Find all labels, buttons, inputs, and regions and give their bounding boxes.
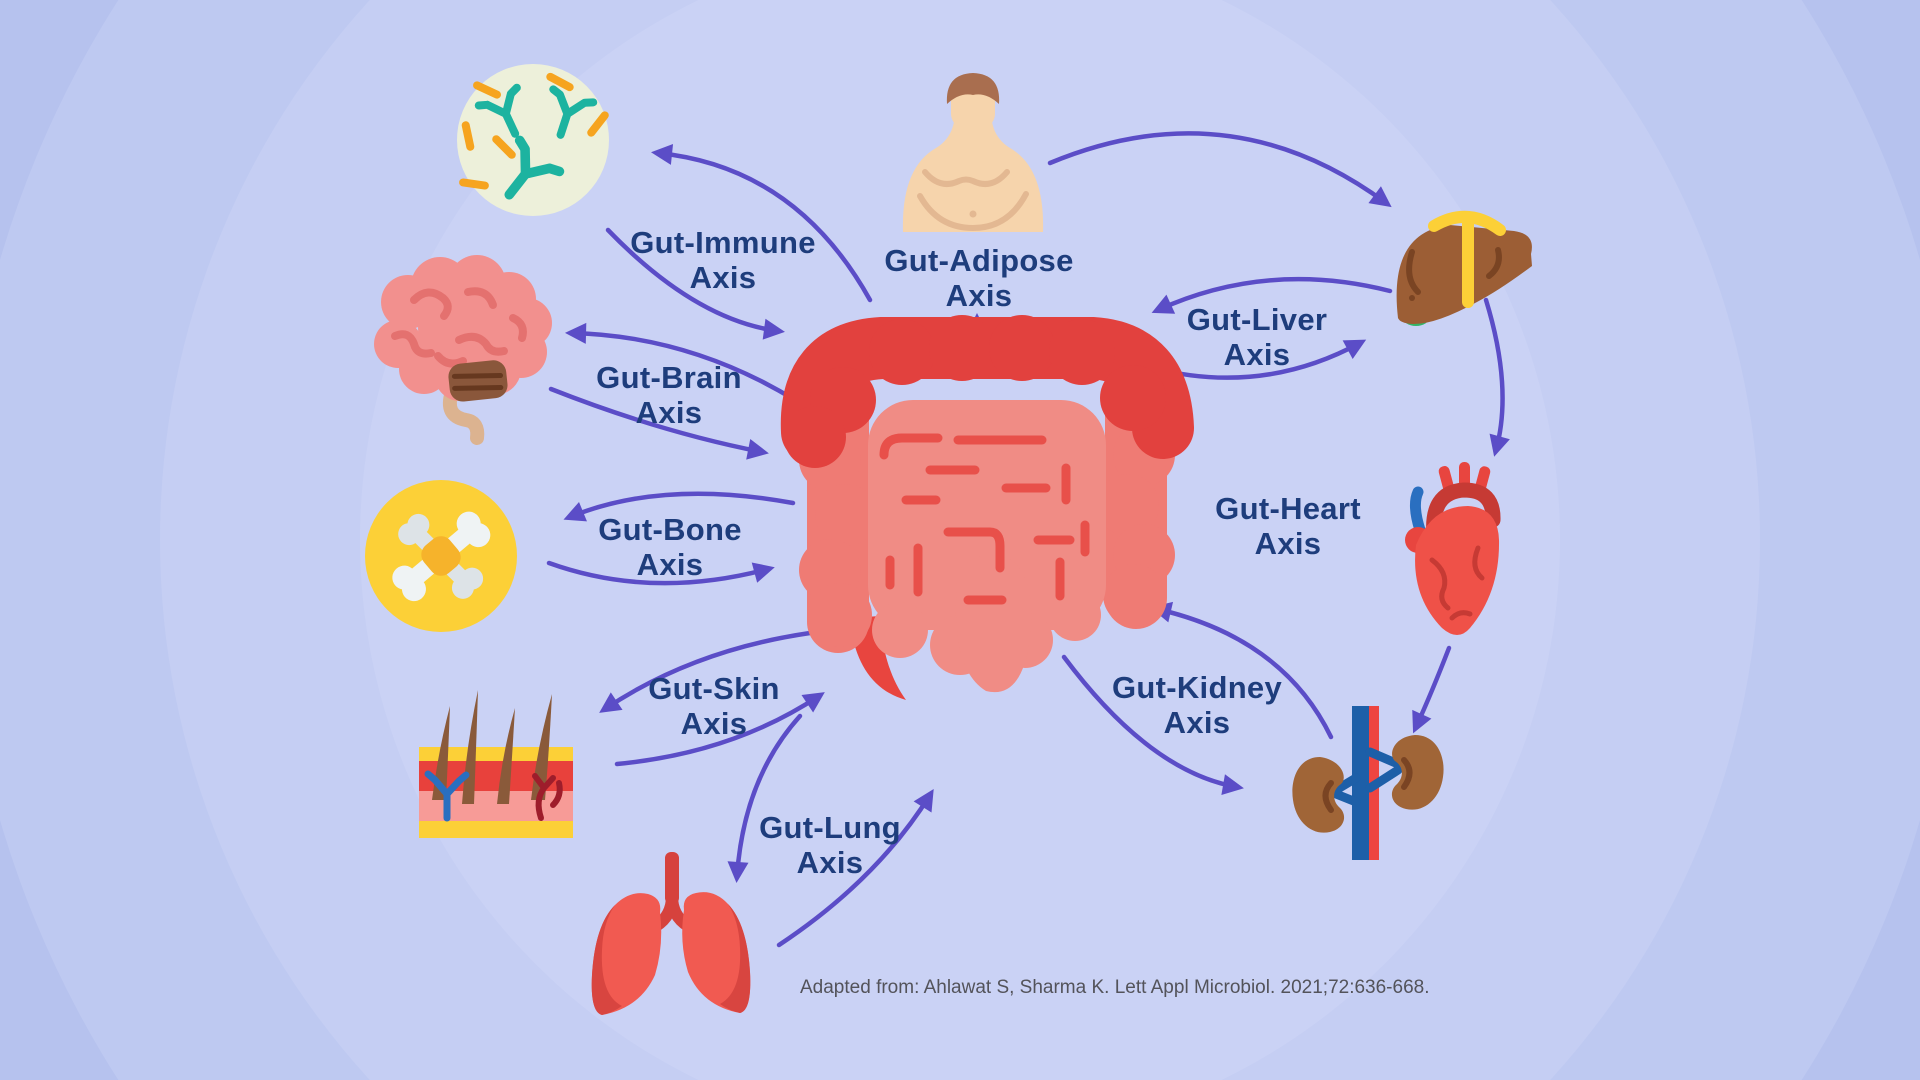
label-gut-bone-axis: Gut-Bone Axis <box>598 512 742 582</box>
label-gut-immune-axis: Gut-Immune Axis <box>630 225 816 295</box>
bone-joint-icon <box>365 480 517 632</box>
arrow-bone-to-gut <box>546 560 775 586</box>
arrow-heart-to-kidney <box>1412 645 1452 734</box>
lungs-icon <box>591 852 751 1015</box>
label-gut-kidney-axis: Gut-Kidney Axis <box>1111 670 1283 740</box>
arrow-brain-to-gut <box>548 386 769 460</box>
arrow-lung-to-gut <box>776 789 934 948</box>
label-gut-lung-axis: Gut-Lung Axis <box>759 810 901 880</box>
heart-icon <box>1405 462 1501 635</box>
label-gut-heart-axis: Gut-Heart Axis <box>1215 491 1361 561</box>
skin-icon <box>419 690 573 838</box>
arrow-gut-to-immune <box>651 143 873 303</box>
arrow-gut-to-brain <box>564 322 798 403</box>
arrow-gut-to-bone <box>563 491 796 522</box>
label-gut-liver-axis: Gut-Liver Axis <box>1186 302 1328 372</box>
arrow-gut-to-lung <box>727 713 803 884</box>
citation-text: Adapted from: Ahlawat S, Sharma K. Lett … <box>800 977 1430 998</box>
arrow-immune-to-gut <box>605 227 785 340</box>
adipose-body-icon <box>902 73 1044 232</box>
arrow-adipose-to-liver <box>1047 131 1392 208</box>
arrow-liver-to-heart <box>1483 297 1510 457</box>
arrow-kidney-to-gut <box>1150 601 1334 740</box>
gut-icon <box>780 315 1194 700</box>
kidneys-icon <box>1292 706 1444 860</box>
arrow-liver-to-gut <box>1151 276 1393 314</box>
label-gut-adipose-axis: Gut-Adipose Axis <box>884 243 1074 313</box>
liver-icon <box>1396 210 1532 326</box>
arrow-skin-to-gut <box>614 692 825 767</box>
brain-icon <box>374 255 552 445</box>
arrow-gut-to-kidney <box>1061 654 1244 795</box>
label-gut-skin-axis: Gut-Skin Axis <box>648 671 780 741</box>
axis-arrows <box>546 131 1510 948</box>
label-gut-brain-axis: Gut-Brain Axis <box>596 360 742 430</box>
arrow-gut-to-skin <box>599 630 813 713</box>
immune-antibodies-icon <box>457 64 609 216</box>
